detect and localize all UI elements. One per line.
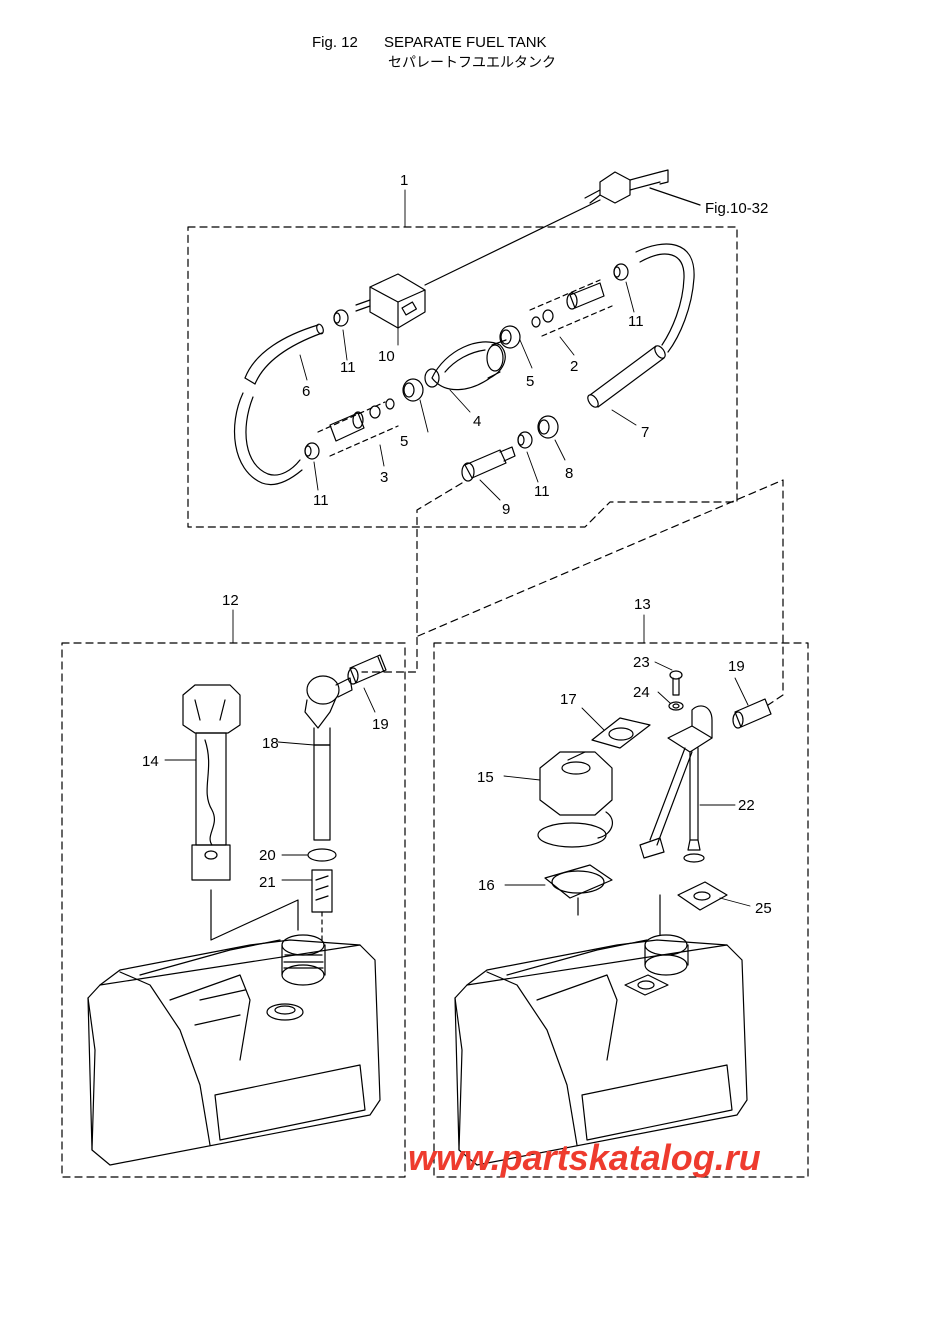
callout-24: 24 bbox=[633, 684, 650, 701]
figure-number: Fig. 12 bbox=[312, 34, 358, 51]
callout-19a: 19 bbox=[372, 716, 389, 733]
reference-fig: Fig.10-32 bbox=[705, 200, 768, 217]
fuel-hose-6 bbox=[233, 323, 324, 486]
callout-23: 23 bbox=[633, 654, 650, 671]
callout-4: 4 bbox=[473, 413, 481, 430]
connector-9 bbox=[461, 446, 516, 482]
connector-lines bbox=[361, 479, 784, 706]
tank-joint-19-left bbox=[347, 654, 387, 685]
hose-clamp bbox=[402, 325, 559, 439]
fuel-pickup-18 bbox=[304, 675, 353, 941]
callout-11c: 11 bbox=[313, 492, 329, 509]
fuel-tank-left bbox=[87, 934, 381, 1166]
leader-10-32 bbox=[649, 187, 701, 206]
callout-9: 9 bbox=[502, 501, 510, 518]
callout-11a: 11 bbox=[340, 359, 356, 376]
connector-3 bbox=[317, 398, 399, 457]
leader-1-to-10 bbox=[424, 199, 601, 286]
figure-title: SEPARATE FUEL TANK bbox=[384, 34, 547, 51]
screw-23 bbox=[669, 670, 683, 696]
callout-16: 16 bbox=[478, 877, 495, 894]
gasket-16 bbox=[544, 864, 661, 936]
callout-3: 3 bbox=[380, 469, 388, 486]
callout-10: 10 bbox=[378, 348, 395, 365]
fuel-hose-7 bbox=[587, 243, 695, 408]
fuel-cap-15 bbox=[537, 751, 614, 848]
callout-22: 22 bbox=[738, 797, 755, 814]
callout-8: 8 bbox=[565, 465, 573, 482]
fuel-gauge-22 bbox=[639, 705, 713, 863]
group-box-13 bbox=[433, 642, 809, 1178]
callout-18: 18 bbox=[262, 735, 279, 752]
leader-lines bbox=[164, 189, 751, 907]
callout-1: 1 bbox=[400, 172, 408, 189]
callout-19b: 19 bbox=[728, 658, 745, 675]
fuel-gauge-14 bbox=[182, 684, 299, 941]
callout-25: 25 bbox=[755, 900, 772, 917]
fuel-joint-10 bbox=[355, 273, 426, 329]
watermark: www.partskatalog.ru bbox=[408, 1137, 761, 1178]
callout-17: 17 bbox=[560, 691, 577, 708]
callout-5b: 5 bbox=[400, 433, 408, 450]
fuel-fitting-ref bbox=[584, 169, 669, 204]
group-box-1 bbox=[187, 226, 738, 528]
callout-11d: 11 bbox=[534, 483, 550, 500]
callout-12: 12 bbox=[222, 592, 239, 609]
gasket-25 bbox=[677, 881, 728, 911]
fuel-tank-right bbox=[454, 934, 748, 1166]
tank-joint-19-right bbox=[732, 698, 772, 729]
callout-15: 15 bbox=[477, 769, 494, 786]
washer-24 bbox=[668, 701, 684, 711]
callout-7: 7 bbox=[641, 424, 649, 441]
callout-6: 6 bbox=[302, 383, 310, 400]
clip-11 bbox=[304, 263, 629, 460]
callout-20: 20 bbox=[259, 847, 276, 864]
primer-bulb bbox=[424, 339, 507, 391]
label-sticker-17 bbox=[591, 717, 651, 749]
callout-21: 21 bbox=[259, 874, 276, 891]
callout-11b: 11 bbox=[628, 313, 644, 330]
group-box-12 bbox=[61, 642, 406, 1178]
callout-5a: 5 bbox=[526, 373, 534, 390]
callout-13: 13 bbox=[634, 596, 651, 613]
callout-14: 14 bbox=[142, 753, 159, 770]
callout-2: 2 bbox=[570, 358, 578, 375]
figure-title-japanese: セパレートフユエルタンク bbox=[388, 55, 556, 71]
connector-2 bbox=[529, 279, 613, 337]
